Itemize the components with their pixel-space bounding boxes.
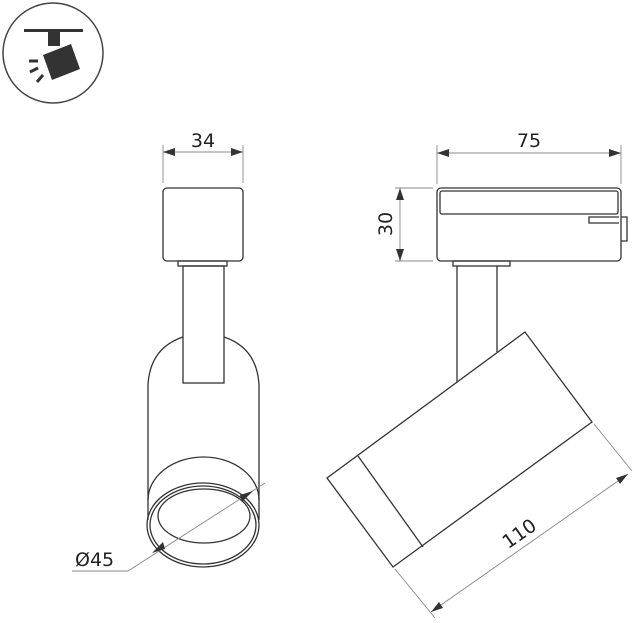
lamp-rim-inner — [149, 485, 257, 565]
front-view: 34 Ø45 — [72, 130, 266, 572]
adapter-top-band — [439, 190, 619, 215]
side-view: 75 30 110 — [326, 130, 633, 619]
adapter-clip — [621, 216, 628, 242]
side-width-label: 75 — [517, 130, 541, 152]
diameter-label: Ø45 — [75, 549, 114, 571]
collar-side — [452, 260, 511, 267]
diameter-dimension-line — [72, 482, 266, 572]
track-spotlight-icon — [2, 2, 104, 104]
track-adapter — [162, 187, 244, 262]
length-dimension-line — [430, 473, 629, 613]
length-label: 110 — [498, 515, 540, 554]
lamp-body — [147, 336, 260, 520]
lamp-rim-outer — [146, 482, 260, 568]
width-label: 34 — [191, 130, 215, 152]
track-adapter-side — [436, 187, 622, 262]
lamp-rim-back — [147, 456, 260, 501]
height-label: 30 — [375, 212, 397, 236]
collar — [177, 260, 228, 267]
stem — [182, 265, 225, 384]
lamp-body-side — [326, 331, 593, 568]
lens — [157, 488, 251, 544]
